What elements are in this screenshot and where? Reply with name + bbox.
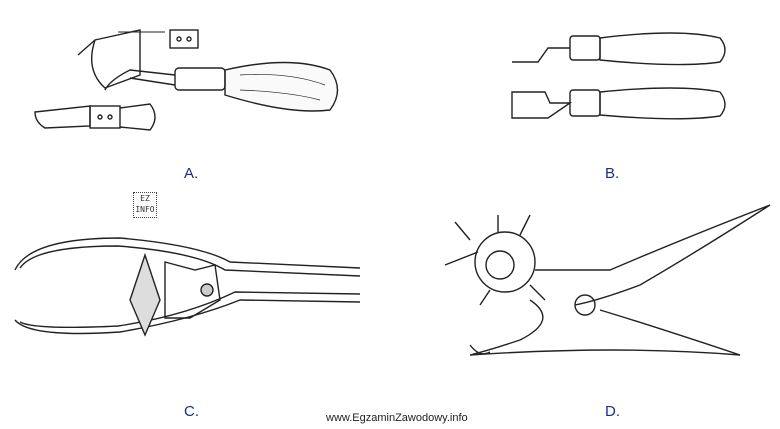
tool-b-knives [511, 32, 726, 120]
tool-a-knives [34, 29, 339, 131]
label-option-b: B. [605, 165, 620, 182]
watermark-text: www.EgzaminZawodowy.info [326, 412, 468, 424]
tool-d-rotary-punch [444, 204, 771, 356]
label-option-a: A. [184, 165, 199, 182]
label-option-c: C. [184, 403, 199, 420]
label-option-d: D. [605, 403, 620, 420]
tool-c-pliers [14, 237, 361, 337]
